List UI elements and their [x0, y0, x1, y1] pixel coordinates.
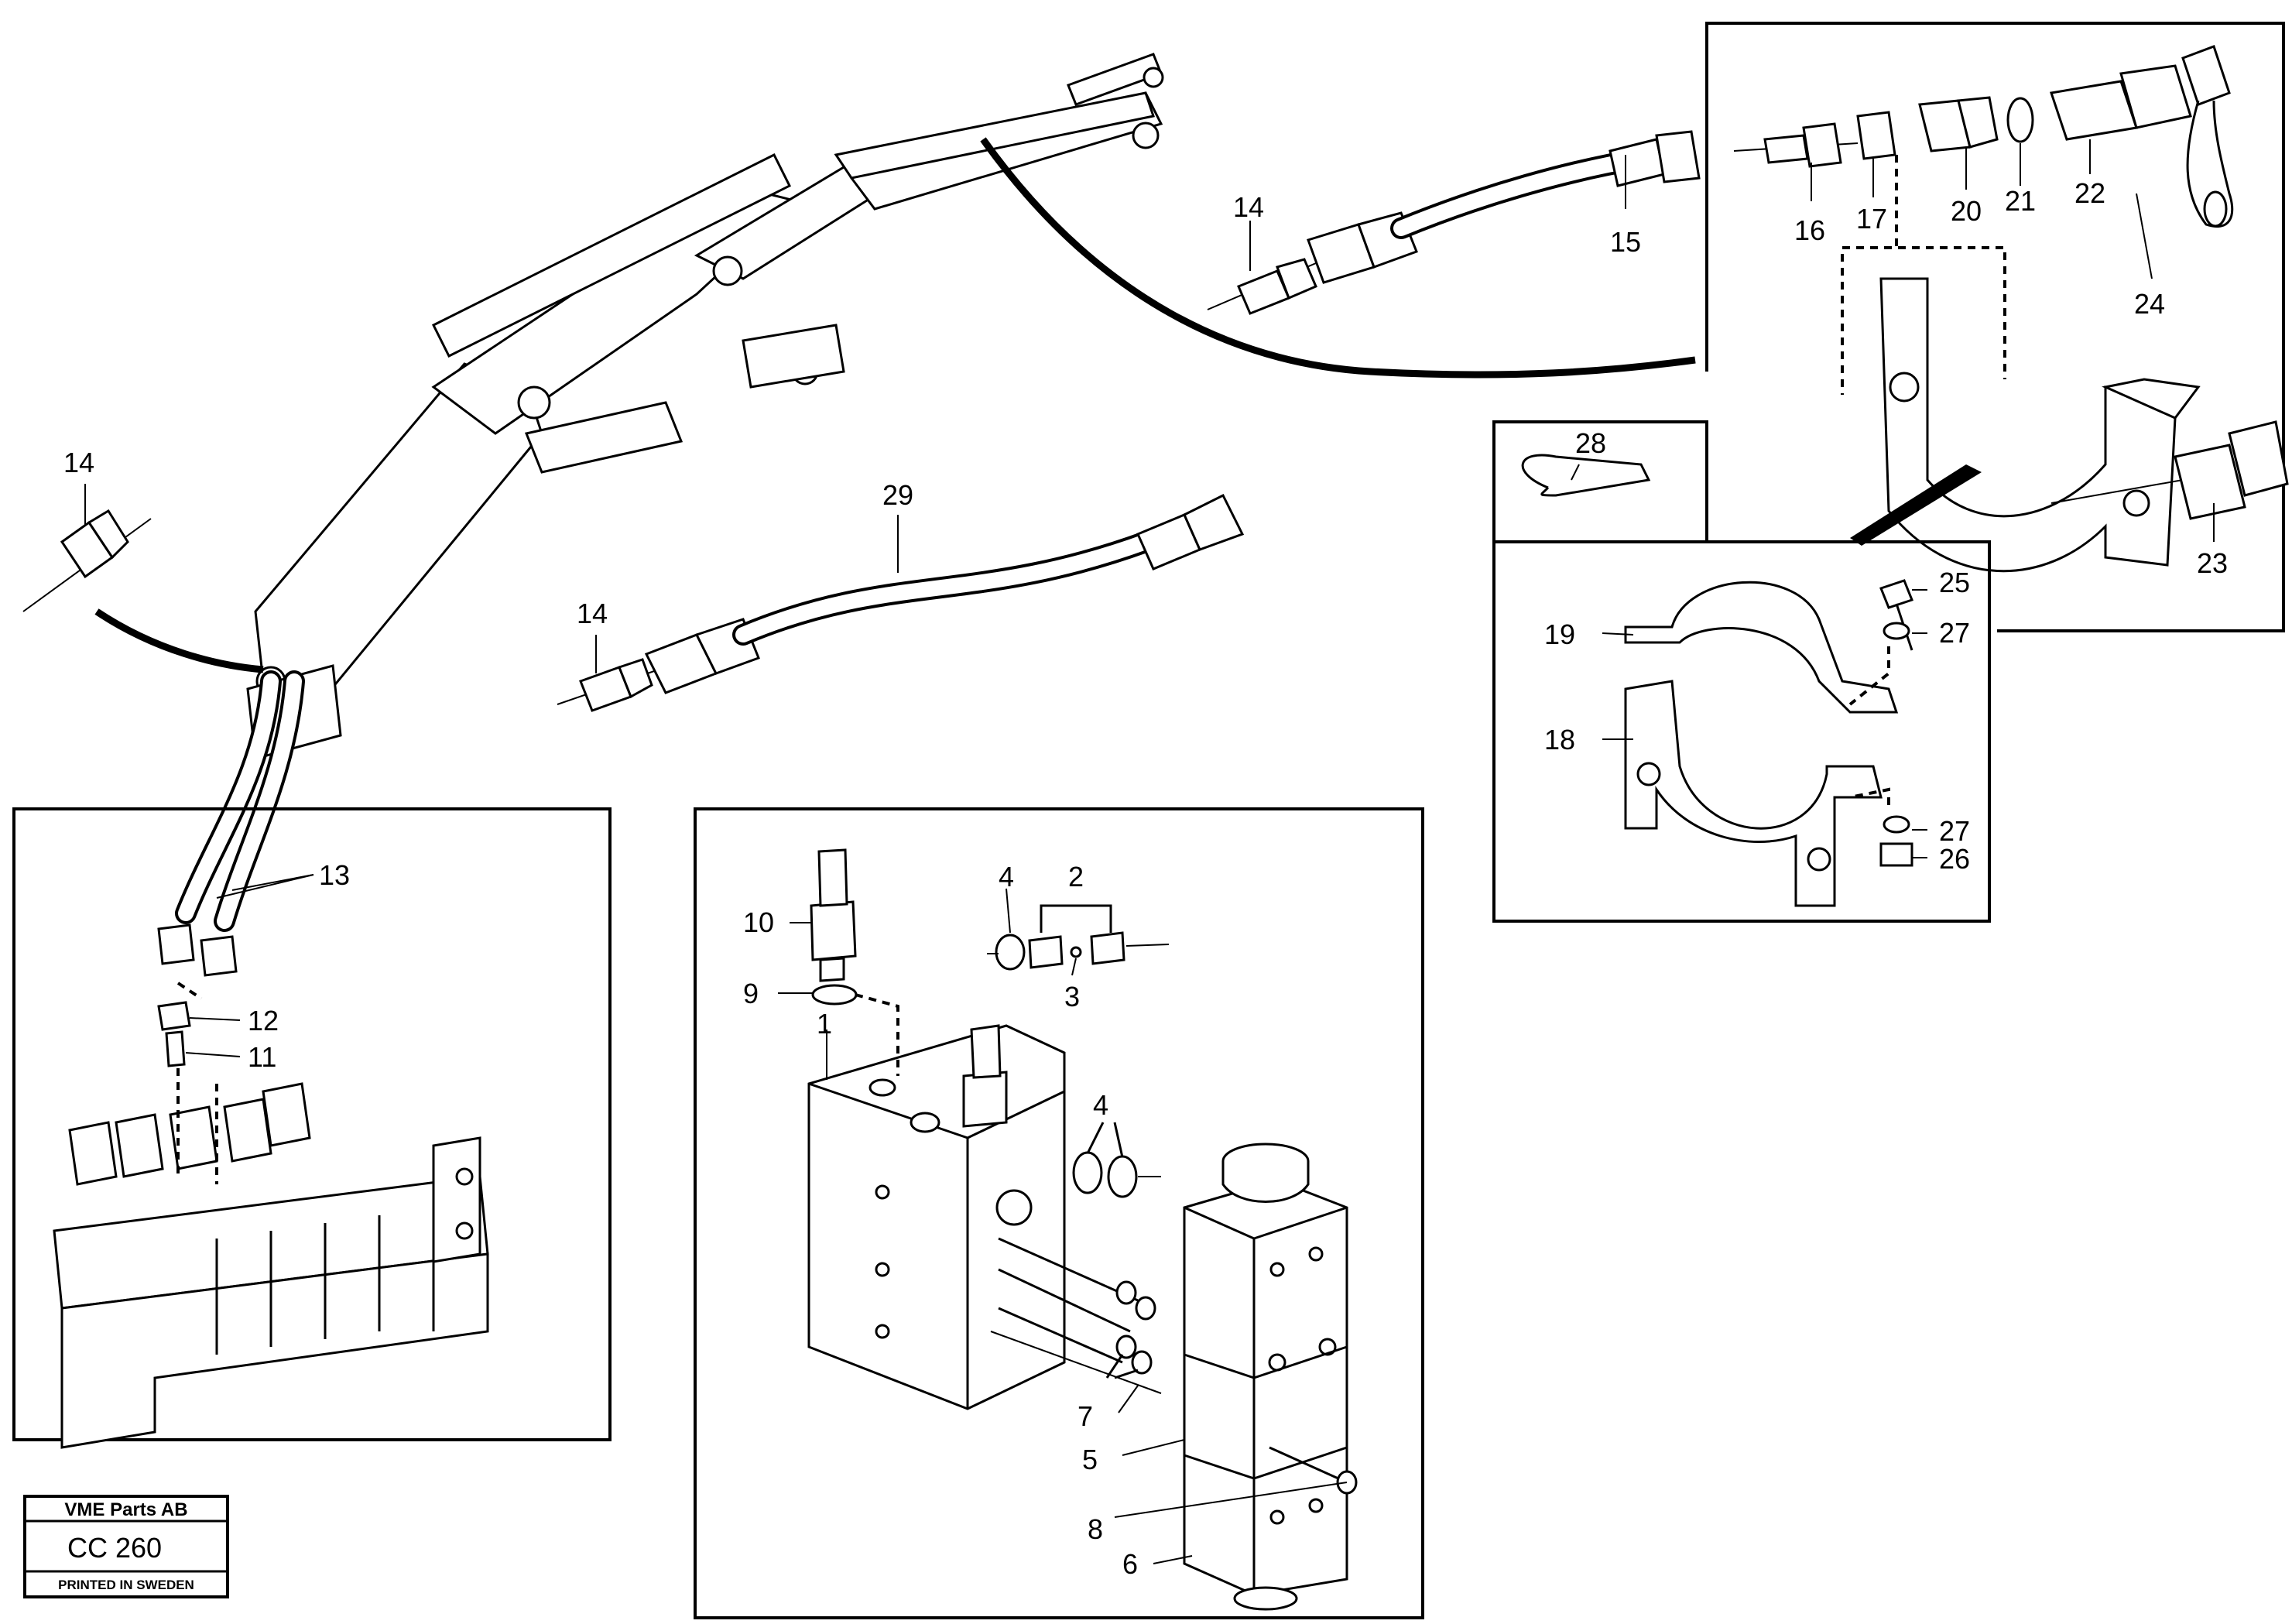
callout-20: 20	[1951, 195, 1982, 227]
callout-29: 29	[882, 479, 913, 511]
callout-10: 10	[743, 906, 774, 938]
callout-14b: 14	[1233, 191, 1264, 223]
callout-4a: 4	[999, 861, 1014, 893]
callout-17: 17	[1856, 203, 1887, 235]
callout-12: 12	[248, 1005, 279, 1036]
callout-9: 9	[743, 978, 759, 1009]
coupling-frame	[1705, 22, 2289, 632]
callout-28: 28	[1575, 427, 1606, 459]
clamp-frame	[1492, 420, 1991, 923]
callout-26: 26	[1939, 843, 1970, 875]
hose-29-assembly	[557, 493, 1245, 712]
callout-8: 8	[1088, 1513, 1103, 1545]
callout-15: 15	[1610, 226, 1641, 258]
boom-hoses	[175, 670, 305, 932]
stamp-code: CC 260	[67, 1532, 162, 1564]
callout-16: 16	[1794, 214, 1825, 246]
callout-6: 6	[1122, 1548, 1138, 1580]
stamp-printed: PRINTED IN SWEDEN	[58, 1578, 194, 1592]
callout-11: 11	[248, 1041, 276, 1073]
callout-27b: 27	[1939, 815, 1970, 847]
long-hose-line	[980, 137, 1696, 379]
callout-25: 25	[1939, 567, 1970, 598]
callout-1: 1	[817, 1008, 832, 1040]
fitting-14-left	[22, 509, 152, 612]
callout-14a: 14	[63, 447, 94, 478]
hose-15-assembly	[1207, 130, 1701, 315]
callout-7: 7	[1077, 1400, 1093, 1432]
callout-5: 5	[1082, 1444, 1098, 1475]
callout-18: 18	[1544, 724, 1575, 755]
boom-assembly	[246, 53, 1164, 760]
callout-21: 21	[2005, 185, 2036, 217]
valve-bank-frame	[12, 807, 612, 1449]
callout-23: 23	[2197, 547, 2228, 579]
stamp-company: VME Parts AB	[64, 1499, 187, 1520]
callout-4b: 4	[1093, 1089, 1108, 1121]
callout-2: 2	[1068, 861, 1084, 893]
callout-24: 24	[2134, 288, 2165, 320]
callout-22: 22	[2074, 177, 2105, 209]
callout-3: 3	[1064, 981, 1080, 1012]
callout-13: 13	[319, 859, 350, 891]
left-hose-line	[94, 608, 264, 673]
callout-14c: 14	[577, 598, 608, 629]
callout-27a: 27	[1939, 617, 1970, 649]
parts-stamp: VME Parts AB CC 260 PRINTED IN SWEDEN	[23, 1495, 229, 1598]
valve-block-frame	[694, 807, 1424, 1619]
leader-lines	[84, 139, 2215, 1564]
callout-19: 19	[1544, 618, 1575, 650]
callout-labels: 1 2 3 4 4 5 6 7 8 9 10 11 12 13 14 14 14…	[63, 177, 2228, 1580]
